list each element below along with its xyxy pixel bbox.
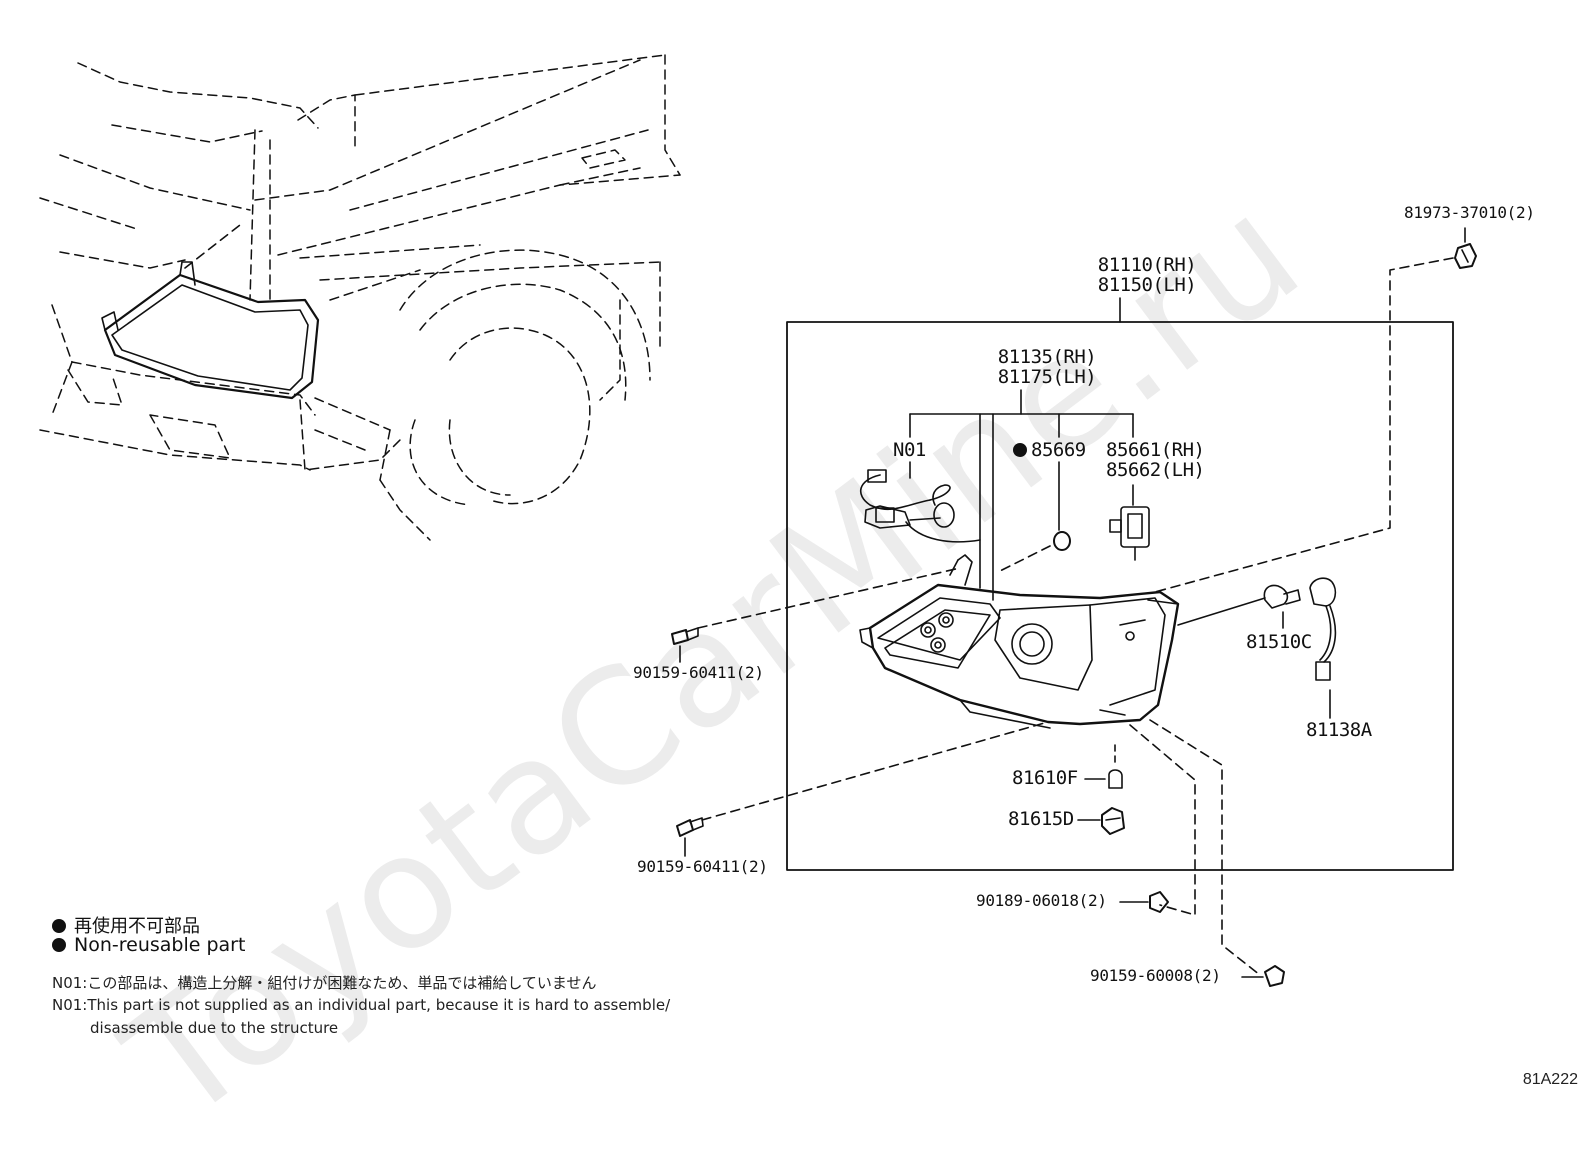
legend-en: Non-reusable part: [52, 934, 245, 956]
label-81138a: 81138A: [1306, 719, 1372, 741]
legend-jp-text: 再使用不可部品: [74, 916, 200, 937]
vehicle-outline: [39, 54, 681, 541]
oring-85669: [1053, 531, 1071, 551]
legend-dot-icon: [52, 919, 66, 933]
non-reusable-dot: [1013, 443, 1027, 457]
socket-81615d: [1077, 807, 1125, 835]
n01-harness: [859, 461, 981, 543]
label-81610f: 81610F: [1012, 767, 1078, 789]
bulb-81510c: [1263, 584, 1301, 629]
note-en-line2: disassemble due to the structure: [90, 1019, 339, 1037]
label-screw-top: 90159-60411(2): [633, 663, 764, 682]
note-jp: N01:この部品は、構造上分解・組付けが困難なため、単品では補給していません: [52, 974, 597, 992]
label-screw-bottom: 90159-60411(2): [637, 857, 768, 876]
label-81615d: 81615D: [1008, 808, 1074, 830]
label-85669: 85669: [1031, 439, 1086, 461]
screw-top: [671, 627, 699, 663]
label-85662: 85662(LH): [1106, 459, 1205, 481]
label-81510c: 81510C: [1246, 631, 1312, 653]
label-sub-lh: 81175(LH): [997, 366, 1097, 388]
label-90189: 90189-06018(2): [976, 891, 1107, 910]
legend-en-text: Non-reusable part: [74, 934, 246, 956]
label-85661: 85661(RH): [1106, 439, 1205, 461]
vehicle-headlamp: [101, 224, 320, 400]
legend-jp: 再使用不可部品: [52, 912, 200, 938]
socket-81138a: [1309, 577, 1337, 719]
bulb-81610f: [1084, 744, 1123, 789]
nut-90189: [1119, 891, 1169, 913]
note-en-line1: N01:This part is not supplied as an indi…: [52, 996, 671, 1014]
headlamp-assembly: [859, 554, 1180, 729]
label-assy-rh: 81110(RH): [1097, 254, 1197, 276]
legend-dot-icon: [52, 938, 66, 952]
diagram-code: 81A222: [1522, 1071, 1578, 1088]
label-81973: 81973-37010(2): [1404, 203, 1535, 222]
parts-diagram: [39, 54, 1477, 987]
screw-bottom: [676, 817, 704, 857]
bolt-90159-60008: [1241, 965, 1285, 987]
label-n01: N01: [893, 439, 926, 461]
leveling-motor: [1109, 484, 1150, 561]
label-assy-lh: 81150(LH): [1097, 274, 1197, 296]
clip-81973: [1454, 243, 1477, 269]
label-sub-rh: 81135(RH): [997, 346, 1097, 368]
label-90159-60008: 90159-60008(2): [1090, 966, 1221, 985]
